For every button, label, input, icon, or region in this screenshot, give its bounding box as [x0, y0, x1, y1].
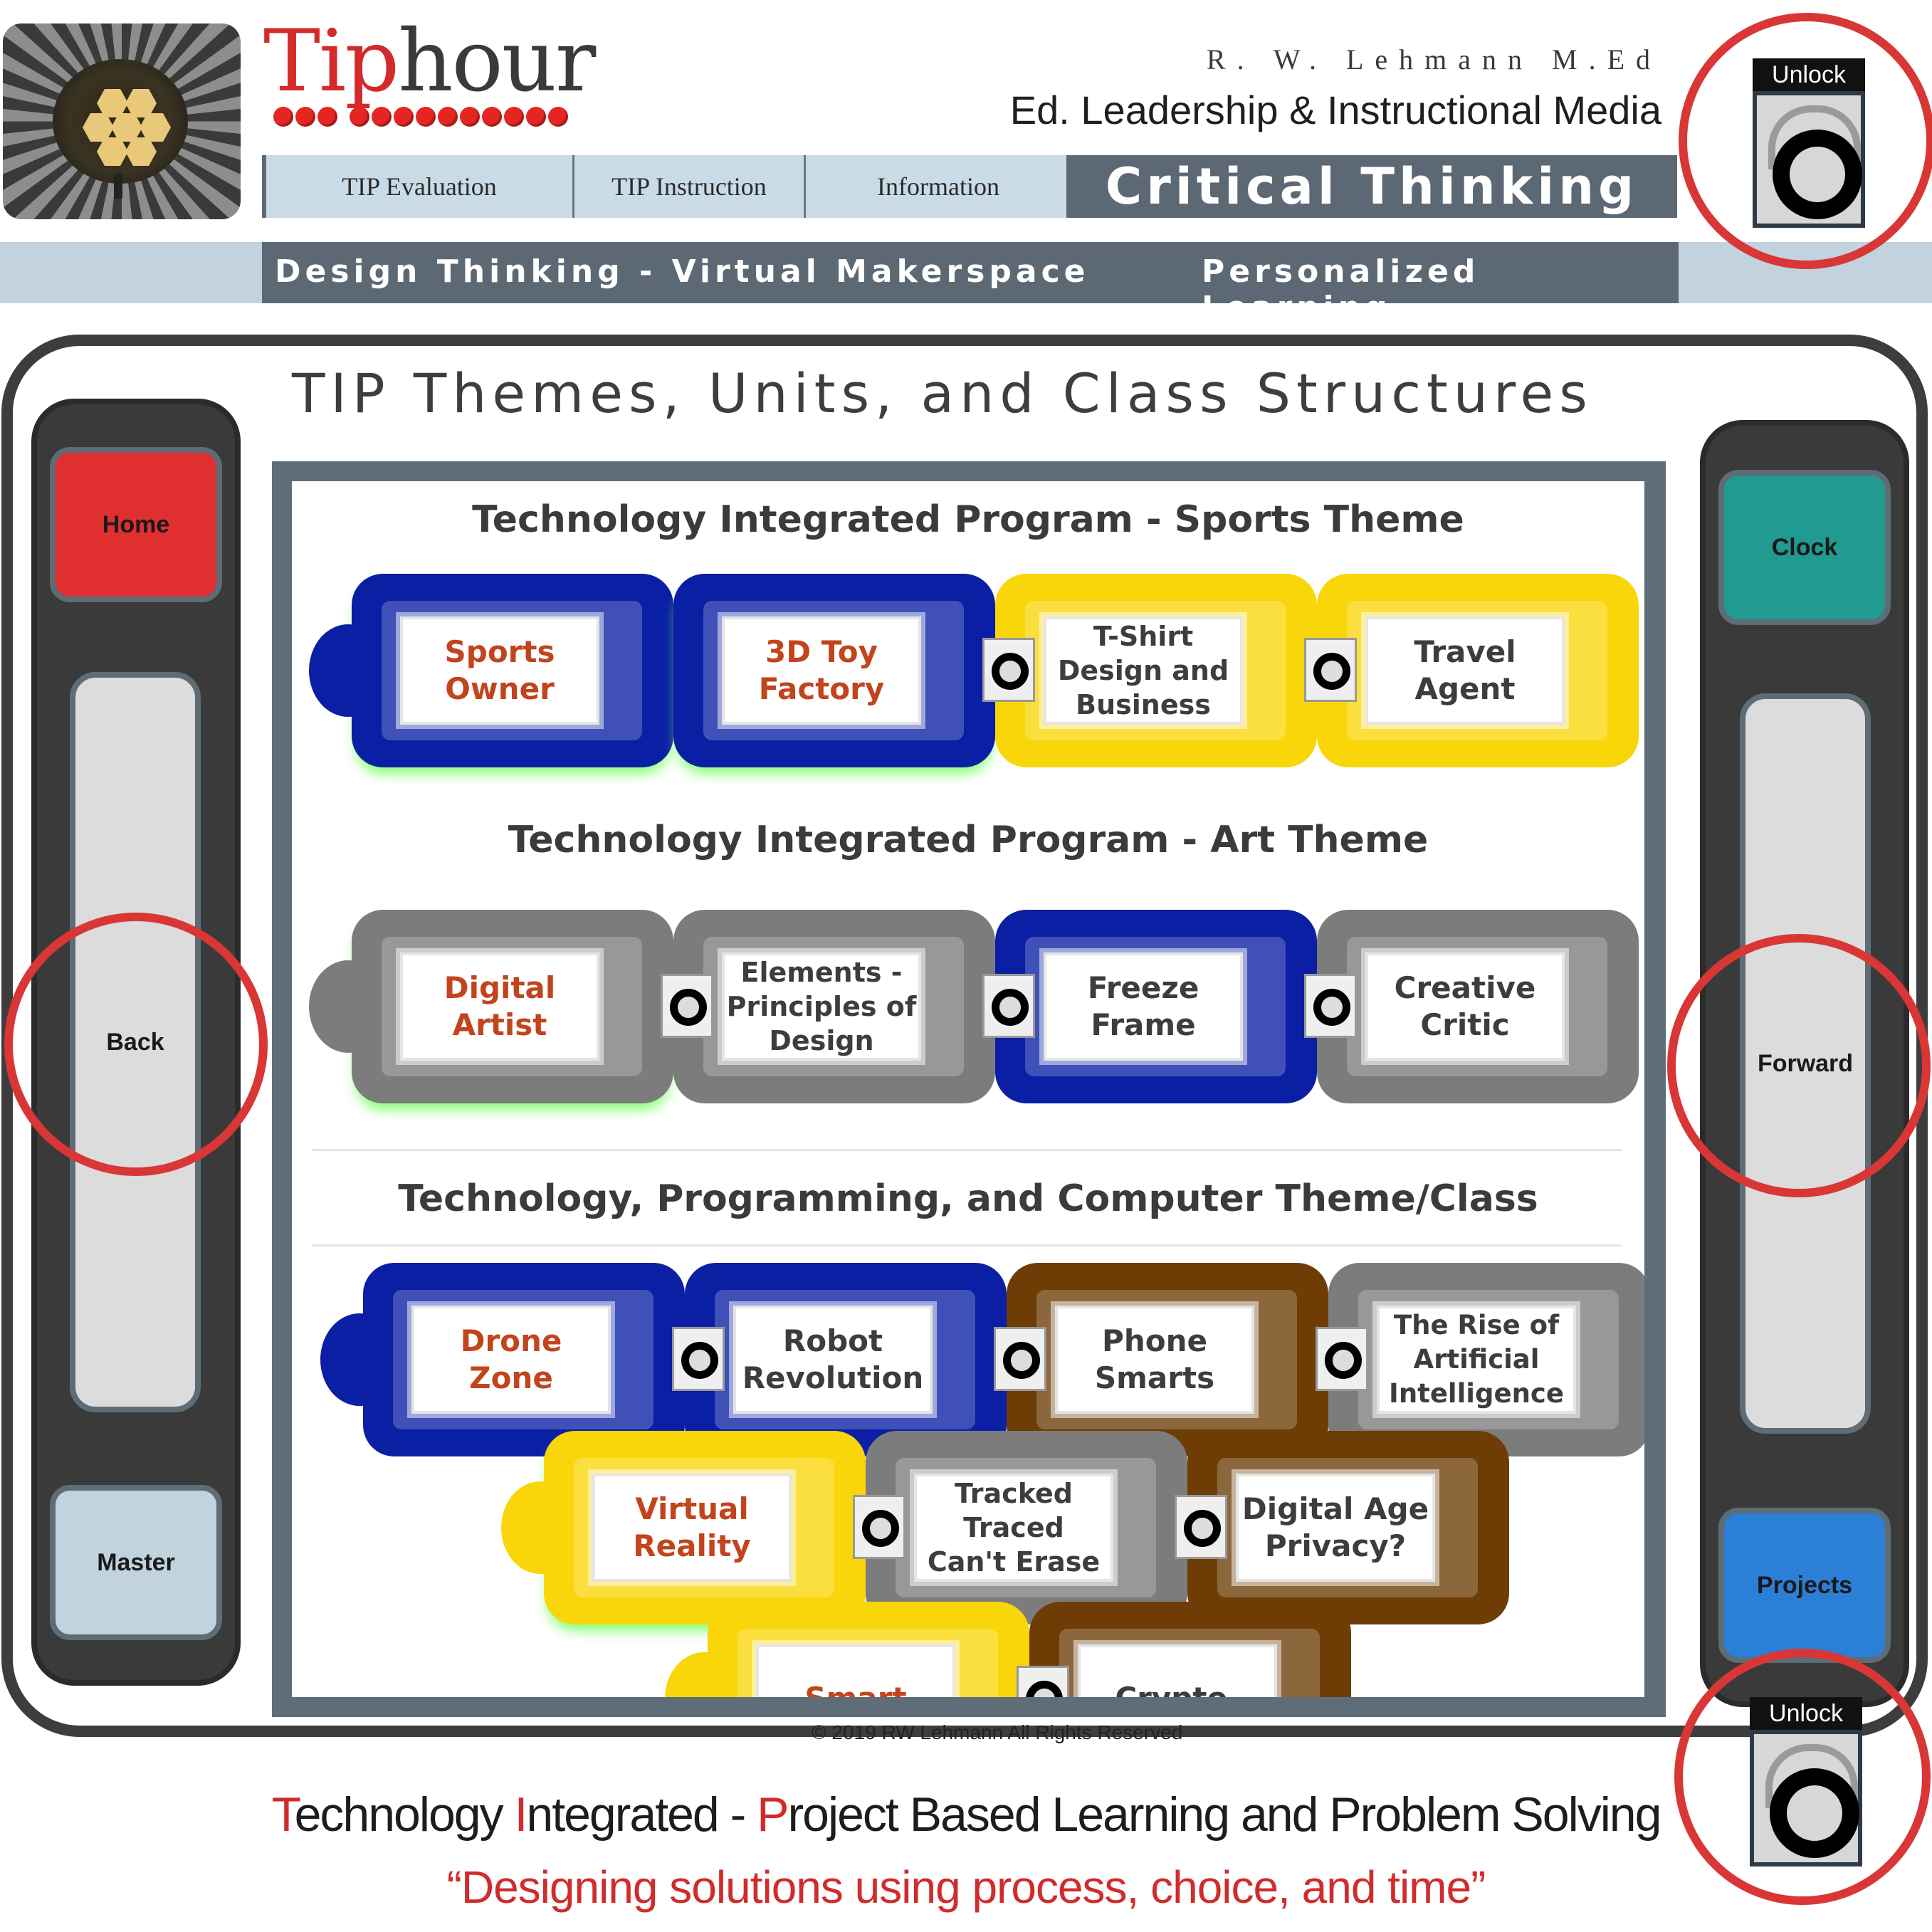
- lock-icon: [1017, 1666, 1069, 1697]
- top-nav-tabs: TIP Evaluation TIP Instruction Informati…: [262, 155, 1071, 218]
- highlight-circle: [4, 913, 268, 1176]
- unit-smart[interactable]: Smart: [665, 1602, 1029, 1697]
- lock-icon: [1316, 1327, 1368, 1391]
- unit-crypto[interactable]: Crypto-: [1017, 1602, 1351, 1697]
- home-button[interactable]: Home: [50, 447, 222, 602]
- footer-tagline: Technology Integrated - Project Based Le…: [271, 1787, 1662, 1842]
- divider: [312, 1149, 1622, 1151]
- lock-icon: [982, 974, 1035, 1038]
- logo-photo: [3, 23, 241, 219]
- footer-quote: “Designing solutions using process, choi…: [446, 1862, 1486, 1913]
- link-personalized-learning[interactable]: Personalized Learning: [1202, 253, 1480, 326]
- clock-button[interactable]: Clock: [1718, 470, 1891, 625]
- lock-icon: [1304, 974, 1357, 1038]
- section-title: Technology Integrated Program - Art Them…: [508, 819, 1429, 861]
- highlight-circle: [1679, 13, 1932, 269]
- copyright: © 2019 RW Lehmann All Rights Reserved: [812, 1721, 1183, 1743]
- section-title: Technology Integrated Program - Sports T…: [472, 498, 1464, 541]
- lock-icon: [1304, 638, 1357, 702]
- tab-tip-evaluation[interactable]: TIP Evaluation: [266, 155, 574, 218]
- master-button[interactable]: Master: [50, 1485, 222, 1640]
- tab-information[interactable]: Information: [877, 172, 999, 201]
- lock-icon: [994, 1327, 1046, 1391]
- link-design-thinking[interactable]: Design Thinking - Virtual Makerspace: [275, 253, 1090, 290]
- lock-icon: [982, 638, 1035, 702]
- tab-critical-thinking[interactable]: Critical Thinking: [1066, 155, 1677, 218]
- page-title: TIP Themes, Units, and Class Structures: [292, 362, 1593, 425]
- site-subtitle: Ed. Leadership & Instructional Media: [1009, 88, 1661, 132]
- lock-icon: [672, 1327, 725, 1391]
- section-title: Technology, Programming, and Computer Th…: [398, 1177, 1538, 1220]
- tab-tip-instruction[interactable]: TIP Instruction: [574, 155, 806, 218]
- highlight-circle: [1667, 934, 1931, 1197]
- projects-button[interactable]: Projects: [1718, 1508, 1891, 1663]
- sub-nav-bar: Design Thinking - Virtual Makerspace Per…: [262, 242, 1679, 326]
- brand-dots: [273, 107, 568, 127]
- brand-wordmark: Tiphour: [263, 12, 596, 111]
- author-name: R. W. Lehmann M.Ed: [1206, 43, 1661, 75]
- lock-icon: [661, 974, 713, 1038]
- themes-diagram: Technology Integrated Program - Sports T…: [292, 481, 1644, 1697]
- tiphour-logo[interactable]: Tiphour: [263, 9, 596, 130]
- divider: [312, 1244, 1622, 1246]
- lock-icon: [1175, 1495, 1227, 1559]
- lock-icon: [853, 1495, 905, 1559]
